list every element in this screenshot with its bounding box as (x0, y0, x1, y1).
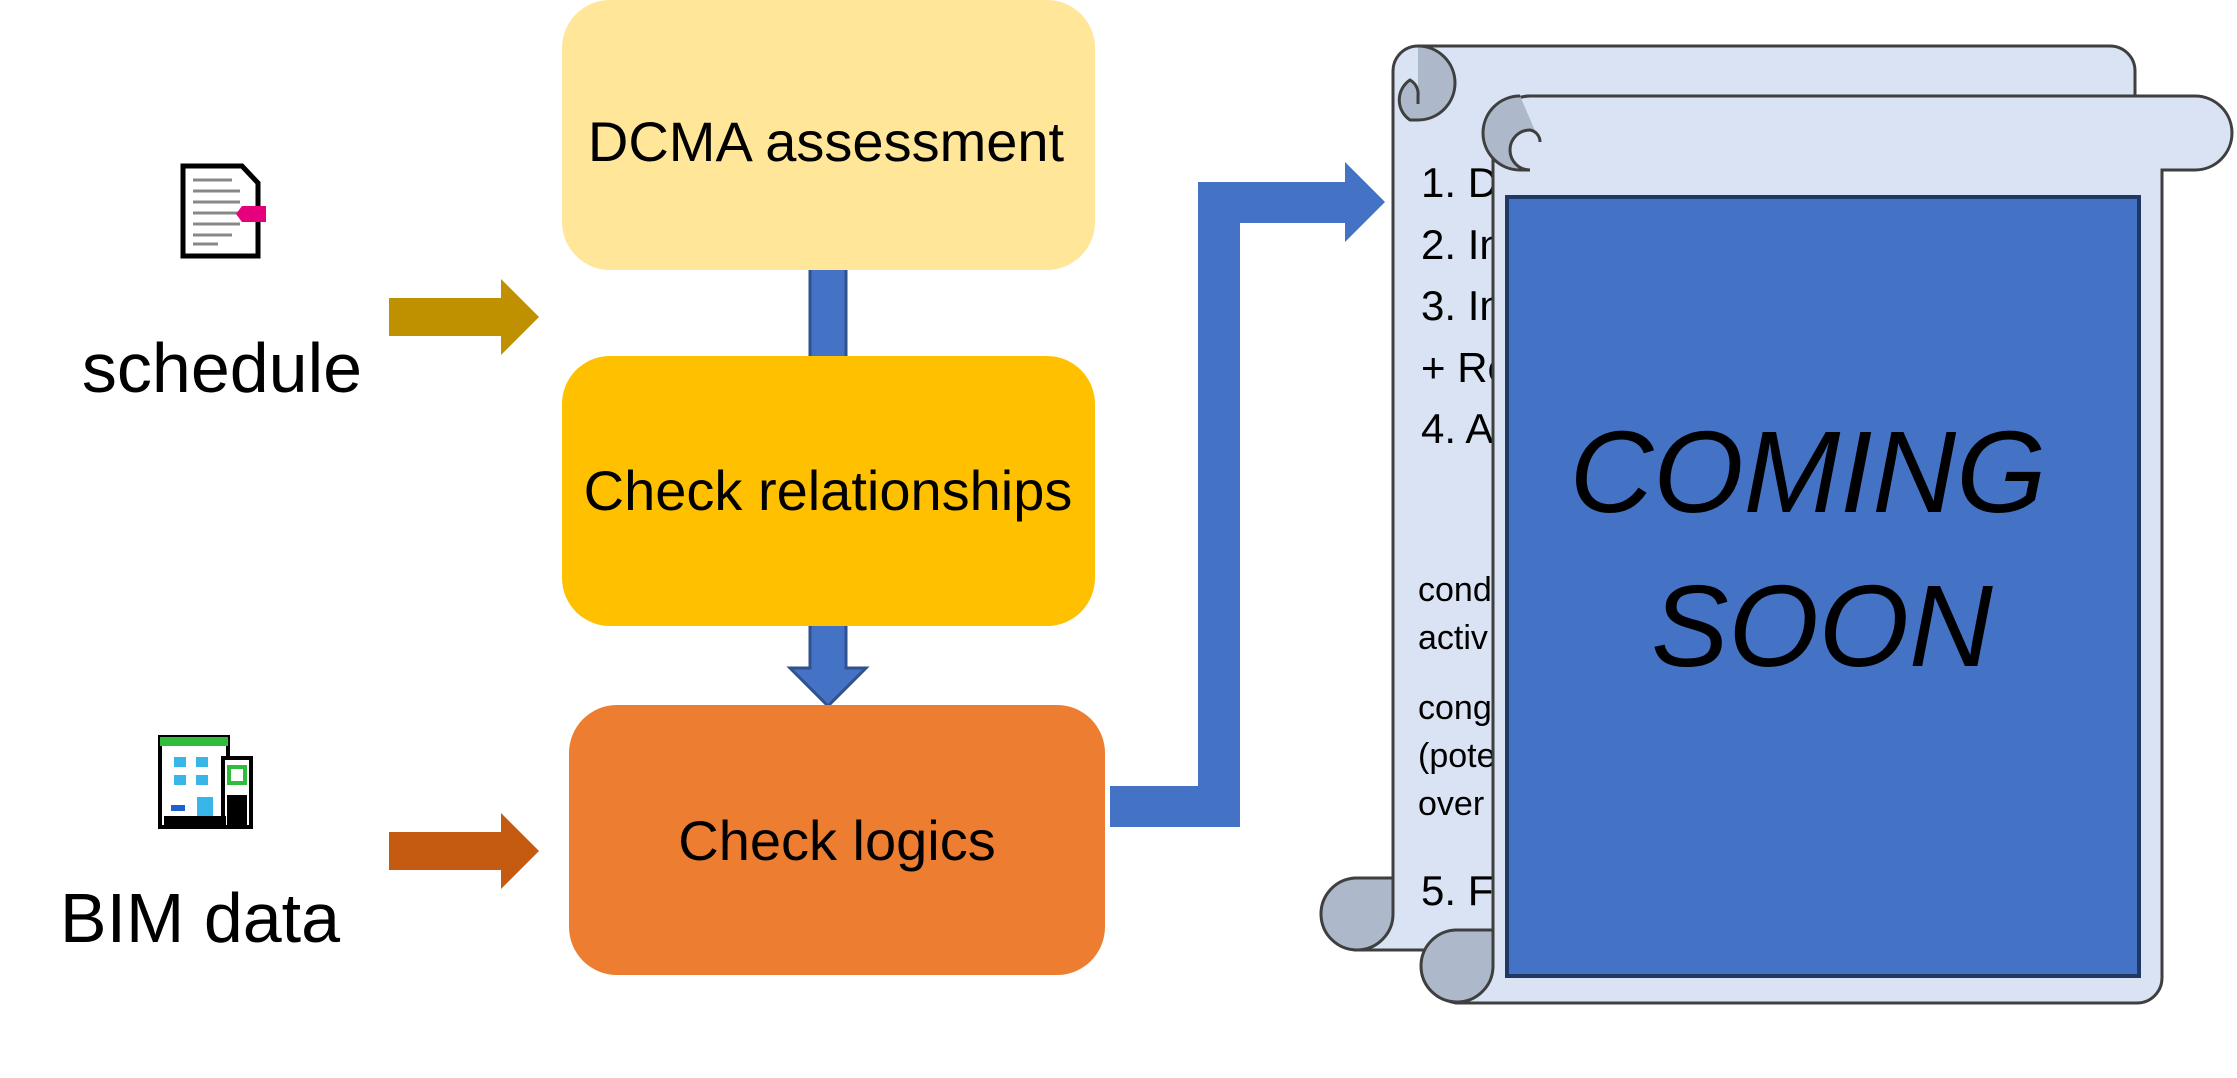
building-icon (158, 735, 253, 829)
report-line-5: 4. A (1421, 405, 1493, 452)
document-icon (180, 163, 266, 259)
down-connector-2-arrow (786, 616, 870, 709)
bim-data-arrow (389, 813, 539, 889)
report-line-1: 1. D (1421, 159, 1498, 206)
report-small-line-1: cond (1418, 571, 1492, 609)
dcma-assessment-label: DCMA assessment (588, 110, 1065, 173)
report-small-line-4: (pote (1418, 737, 1496, 775)
dcma-assessment-box (562, 0, 1095, 270)
report-line-3: 3. In (1421, 282, 1503, 329)
bim-data-label: BIM data (60, 879, 340, 957)
check-relationships-box (562, 356, 1095, 626)
check-logics-box (569, 705, 1105, 975)
schedule-label: schedule (82, 329, 362, 407)
report-line-2: 2. In (1421, 221, 1503, 268)
check-relationships-label: Check relationships (584, 459, 1073, 522)
report-small-line-3: cong (1418, 689, 1492, 727)
down-connector-1 (808, 265, 848, 369)
check-logics-label: Check logics (678, 809, 995, 872)
coming-soon-line-2: SOON (1651, 561, 1993, 691)
coming-soon-overlay (1505, 195, 2141, 978)
schedule-arrow (389, 279, 539, 355)
report-line-6: 5. F (1421, 867, 1493, 914)
coming-soon-line-1: COMING (1570, 407, 2047, 537)
report-small-line-5: over (1418, 785, 1484, 823)
report-small-line-2: activ (1418, 619, 1488, 657)
report-flow-arrow (1110, 162, 1385, 827)
